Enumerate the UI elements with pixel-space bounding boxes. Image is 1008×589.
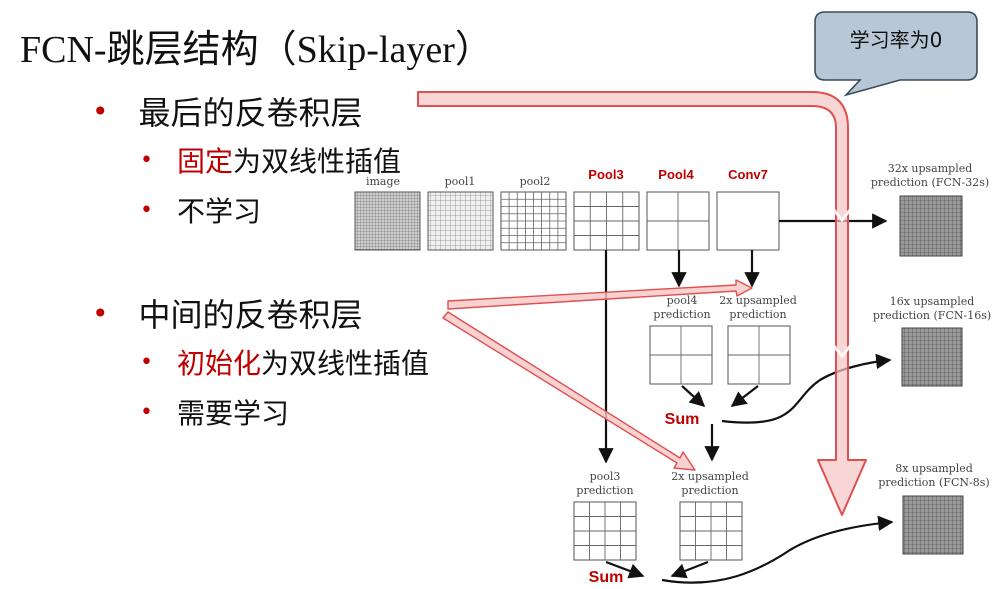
bullet-dot: •	[140, 399, 153, 425]
bullet-dot: •	[92, 94, 109, 128]
sub-bullet-fixed: • 固定为双线性插值	[140, 140, 401, 180]
highlight-text: 初始化	[176, 347, 261, 380]
sum-label-2: Sum	[589, 569, 624, 586]
bullet-final-deconv: • 最后的反卷积层	[92, 88, 363, 134]
sub-bullet-init: • 初始化为双线性插值	[140, 342, 429, 382]
out16-label-1: 16x upsampled	[890, 295, 975, 308]
up2b-label-1: 2x upsampled	[671, 470, 749, 483]
pool4-pred-box	[649, 325, 713, 385]
pool3-pred-label-1: pool3	[590, 470, 621, 483]
out16-label-2: prediction (FCN-16s)	[873, 309, 991, 322]
sub-bullet-need-learn: • 需要学习	[140, 392, 289, 432]
out8-box	[902, 495, 964, 555]
slide-title: FCN-跳层结构（Skip-layer）	[20, 29, 493, 71]
callout-text: 学习率为0	[850, 28, 943, 52]
bullet-text: 不学习	[176, 195, 261, 228]
pool2-box	[500, 191, 567, 251]
up2b-label-2: prediction	[681, 484, 738, 497]
sub-bullet-no-learn: • 不学习	[140, 190, 261, 230]
pool3-pred-box	[573, 501, 637, 561]
layer-label-conv7: Conv7	[728, 167, 768, 182]
up2a-label-2: prediction	[729, 308, 786, 321]
final-deconv-highlight-arrow	[417, 91, 867, 516]
layer-label-pool4: Pool4	[658, 167, 694, 182]
out16-box	[901, 327, 963, 387]
bullet-text: 为双线性插值	[261, 347, 430, 380]
arrow-chevrons	[824, 199, 860, 359]
out8-label-1: 8x upsampled	[895, 462, 973, 475]
image-box	[354, 191, 421, 251]
bullet-dot: •	[92, 296, 109, 330]
bullet-dot: •	[140, 147, 153, 173]
learning-rate-callout: 学习率为0	[814, 11, 978, 97]
highlight-text: 固定	[176, 145, 233, 178]
flow-arrows	[598, 213, 894, 584]
pool4-pred-label-2: prediction	[653, 308, 710, 321]
bullet-text: 为双线性插值	[233, 145, 402, 178]
bullet-text: 需要学习	[176, 397, 289, 430]
up2a-label-1: 2x upsampled	[719, 294, 797, 307]
pool3-box	[573, 191, 640, 251]
pool4-pred-label-1: pool4	[667, 294, 698, 307]
bullet-text: 最后的反卷积层	[138, 94, 363, 132]
pool1-box	[427, 191, 494, 251]
out32-box	[899, 195, 963, 257]
up2b-box	[679, 501, 743, 561]
layer-label-image: image	[366, 175, 400, 188]
bullet-dot: •	[140, 197, 153, 223]
pool4-box	[646, 191, 710, 251]
layer-label-pool3: Pool3	[588, 167, 623, 182]
bullet-dot: •	[140, 349, 153, 375]
bullet-middle-deconv: • 中间的反卷积层	[92, 290, 363, 336]
conv7-box	[716, 191, 780, 251]
pool3-pred-label-2: prediction	[576, 484, 633, 497]
bullet-text: 中间的反卷积层	[138, 296, 363, 334]
out32-label-1: 32x upsampled	[888, 162, 973, 175]
layer-label-pool1: pool1	[445, 175, 476, 188]
out8-label-2: prediction (FCN-8s)	[878, 476, 989, 489]
up2a-box	[727, 325, 791, 385]
out32-label-2: prediction (FCN-32s)	[871, 176, 989, 189]
sum-label-1: Sum	[665, 411, 700, 428]
layer-label-pool2: pool2	[520, 175, 551, 188]
middle-deconv-arrows	[442, 279, 753, 471]
